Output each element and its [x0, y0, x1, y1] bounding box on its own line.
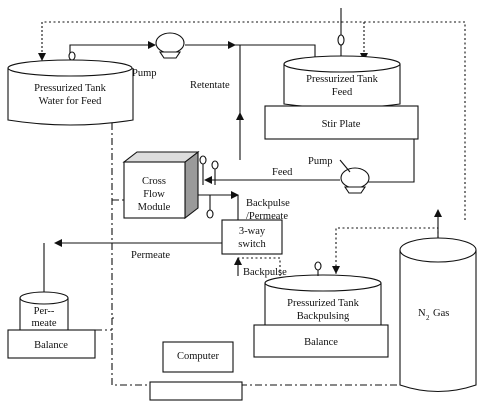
- feed-tank-inlet-line: [235, 44, 316, 60]
- backpulse-line: [238, 257, 281, 276]
- tank-backpulse-label-1: Pressurized Tank: [287, 298, 359, 309]
- backpulse-tank-gauge-icon: [314, 261, 322, 271]
- permeate-tank: Per-- meate: [19, 291, 69, 338]
- retentate-label: Retentate: [190, 80, 230, 91]
- backpulse-permeate-label-1: Backpulse: [246, 198, 290, 209]
- balance-left: [7, 329, 96, 359]
- computer-label: Computer: [177, 351, 219, 362]
- computer: Computer: [149, 341, 243, 401]
- permeate-label: Permeate: [131, 250, 170, 261]
- top-pump: [155, 32, 185, 59]
- n2-gas-top-line: [42, 21, 466, 220]
- module-label-3: Module: [138, 202, 171, 213]
- pump-top-label: Pump: [132, 68, 157, 79]
- tank-feed-label-1: Pressurized Tank: [306, 74, 378, 85]
- backpulse-permeate-label-2: /Permeate: [246, 211, 288, 222]
- cross-flow-module: Cross Flow Module: [122, 150, 200, 220]
- computer-link-line: [111, 318, 153, 386]
- stir-plate-label: Stir Plate: [322, 119, 361, 130]
- switch-label-2: switch: [238, 239, 266, 250]
- computer-to-balance-right: [240, 360, 421, 386]
- n2-gas-label: Gas: [433, 308, 449, 319]
- n2-subscript: 2: [426, 314, 430, 322]
- pressure-gauge-icon: [337, 34, 345, 46]
- tank-water-label-2: Water for Feed: [39, 96, 102, 107]
- module-gauge-icon-2: [211, 160, 219, 170]
- right-pump: [339, 159, 370, 194]
- stir-plate: [264, 105, 419, 140]
- computer-keyboard: [149, 381, 243, 401]
- balance-right: [253, 324, 389, 358]
- permeate-tank-label-1: Per--: [34, 306, 55, 317]
- feed-label: Feed: [272, 167, 293, 178]
- balance-right-label: Balance: [304, 337, 338, 348]
- water-tank-gauge-icon: [68, 51, 76, 61]
- n2-to-backpulse-tank: [335, 227, 439, 274]
- pump-right-icon: [340, 167, 370, 189]
- tank-backpulsing: Pressurized Tank Backpulsing: [264, 274, 382, 330]
- tank-backpulse-label-2: Backpulsing: [297, 311, 350, 322]
- module-gauge-icon-3: [206, 209, 214, 219]
- tank-feed-label-2: Feed: [332, 87, 353, 98]
- module-label-1: Cross: [142, 176, 166, 187]
- three-way-switch: [221, 219, 283, 255]
- tank-water-label-1: Pressurized Tank: [34, 83, 106, 94]
- pump-icon: [155, 32, 185, 54]
- balance-left-label: Balance: [34, 340, 68, 351]
- tank-feed: Pressurized Tank Feed: [283, 55, 401, 109]
- module-label-2: Flow: [143, 189, 165, 200]
- permeate-tank-label-2: meate: [31, 318, 56, 329]
- switch-label-1: 3-way: [239, 226, 266, 237]
- tank-water-for-feed: Pressurized Tank Water for Feed: [7, 59, 134, 126]
- n2-gas-cylinder: N 2 Gas: [399, 237, 477, 392]
- module-gauge-icon-1: [199, 155, 207, 165]
- water-to-pump-line: [69, 41, 156, 60]
- n2-label: N: [418, 308, 426, 319]
- backpulse-label: Backpulse: [243, 267, 287, 278]
- pump-right-label: Pump: [308, 156, 333, 167]
